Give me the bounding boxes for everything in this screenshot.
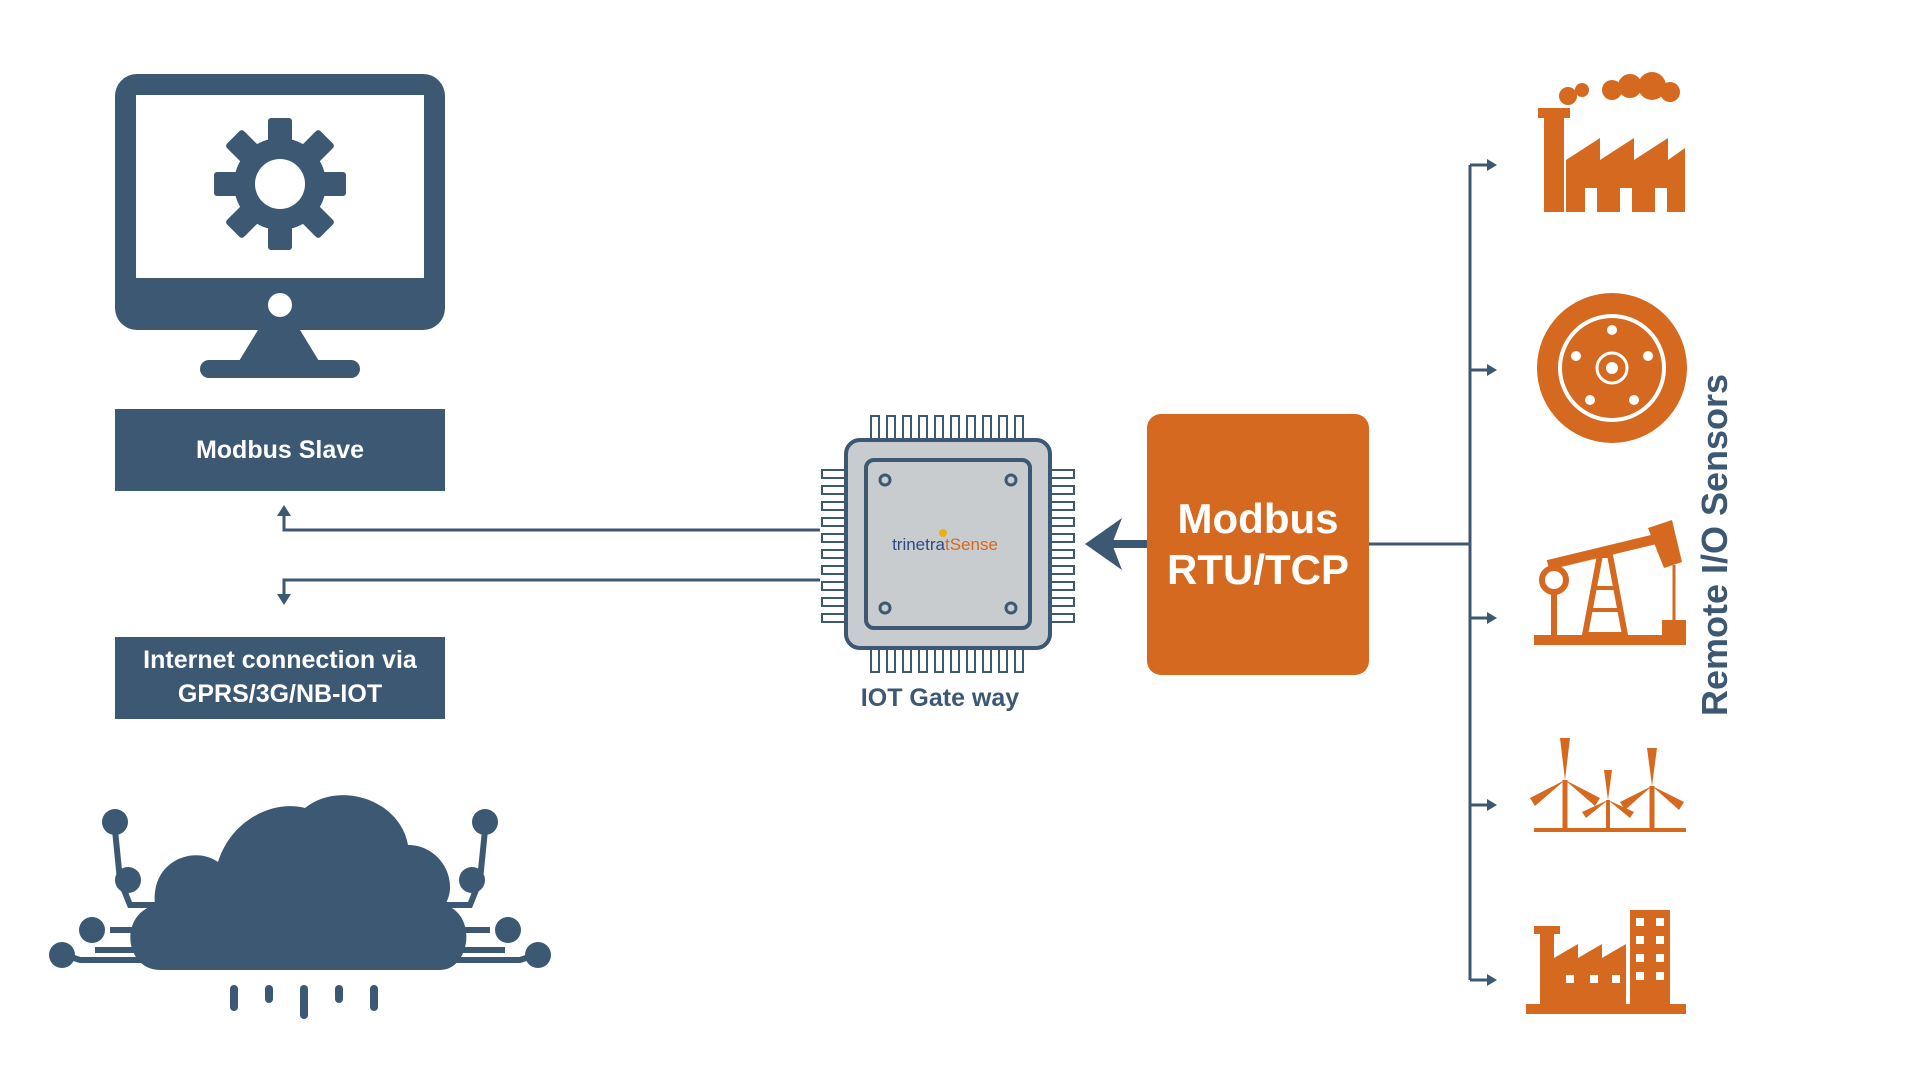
internet-connection-label: Internet connection via GPRS/3G/NB-IOT	[115, 637, 445, 719]
modbus-to-gateway-arrow	[1085, 518, 1147, 570]
microchip-icon	[821, 415, 1075, 673]
modbus-slave-text: Modbus Slave	[195, 435, 365, 464]
arrow-down-icon	[277, 594, 291, 605]
modbus-line-2: RTU/TCP	[1167, 545, 1349, 593]
oil-pump-icon	[1534, 520, 1686, 645]
modbus-slave-label: Modbus Slave	[115, 409, 445, 491]
sensor-arrowheads	[1487, 159, 1497, 986]
turbine-disc-icon	[1537, 293, 1687, 443]
industrial-plant-icon	[1526, 910, 1686, 1014]
remote-sensors-label: Remote I/O Sensors	[1694, 373, 1735, 717]
sensor-bus	[1369, 163, 1490, 982]
internet-line-1: Internet connection via	[143, 646, 417, 675]
gateway-label: IOT Gate way	[860, 684, 1020, 712]
cloud-network-icon	[49, 795, 551, 1019]
modbus-line-1: Modbus	[1177, 495, 1339, 543]
wind-turbines-icon	[1530, 738, 1686, 832]
factory-smoke-icon	[1538, 72, 1685, 212]
chip-brand-part-2: tSense	[944, 535, 998, 554]
internet-line-2: GPRS/3G/NB-IOT	[177, 680, 383, 708]
chip-brand-logo: trinetratSense	[870, 535, 1020, 555]
modbus-rtu-tcp-box: Modbus RTU/TCP	[1147, 414, 1369, 675]
chip-brand-part-1: trinetra	[892, 535, 945, 554]
gateway-links	[282, 512, 820, 598]
arrow-up-icon	[277, 505, 291, 516]
monitor-gear-icon	[115, 74, 445, 378]
